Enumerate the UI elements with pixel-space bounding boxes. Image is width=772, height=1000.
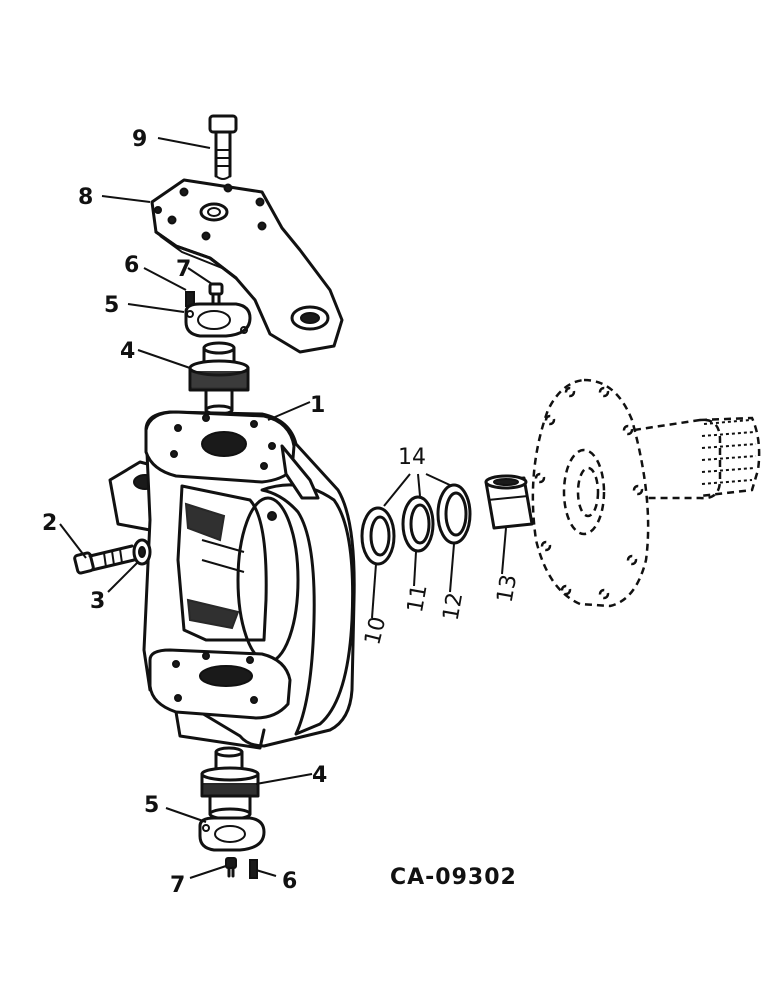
part-5-bottom-lock-plate — [198, 816, 266, 852]
callout-13: 13 — [493, 573, 522, 605]
part-2-bolt — [73, 544, 136, 575]
callout-6-bottom: 6 — [282, 869, 297, 894]
callout-9: 9 — [132, 127, 147, 152]
leader-lines — [59, 137, 507, 879]
part-5-top-lock-plate — [184, 302, 252, 338]
callout-labels: 9 8 6 7 5 4 1 2 3 14 10 11 12 13 4 5 7 6 — [42, 127, 522, 898]
part-12-spacer — [436, 483, 472, 545]
spindle-dashed-outline — [531, 378, 761, 608]
callout-8: 8 — [78, 185, 93, 210]
callout-2: 2 — [42, 511, 57, 536]
callout-12: 12 — [439, 591, 468, 623]
part-4-bottom-kingpin-bearing — [200, 746, 260, 821]
callout-5-bottom: 5 — [144, 793, 159, 818]
part-3-washer — [132, 538, 152, 566]
callout-7-bottom: 7 — [170, 873, 185, 898]
part-9-bolt — [208, 114, 238, 180]
callout-14: 14 — [398, 445, 426, 470]
part-10-seal — [360, 506, 396, 566]
part-1-steering-knuckle — [108, 410, 356, 750]
part-4-top-kingpin-bearing — [188, 341, 250, 416]
part-13-bushing — [484, 474, 534, 530]
callout-7-top: 7 — [176, 257, 191, 282]
callout-11: 11 — [403, 583, 432, 615]
part-11-shim — [401, 495, 435, 553]
callout-1: 1 — [310, 393, 325, 418]
callout-6-top: 6 — [124, 253, 139, 278]
callout-5-top: 5 — [104, 293, 119, 318]
drawing-code: CA-09302 — [390, 865, 517, 890]
part-7-bottom-bolt — [225, 857, 237, 878]
callout-4-top: 4 — [120, 339, 135, 364]
part-6-bottom-lockwasher — [249, 859, 258, 879]
callout-4-bottom: 4 — [312, 763, 327, 788]
part-8-steering-arm — [150, 178, 344, 354]
callout-3: 3 — [90, 589, 105, 614]
callout-10: 10 — [360, 614, 391, 647]
